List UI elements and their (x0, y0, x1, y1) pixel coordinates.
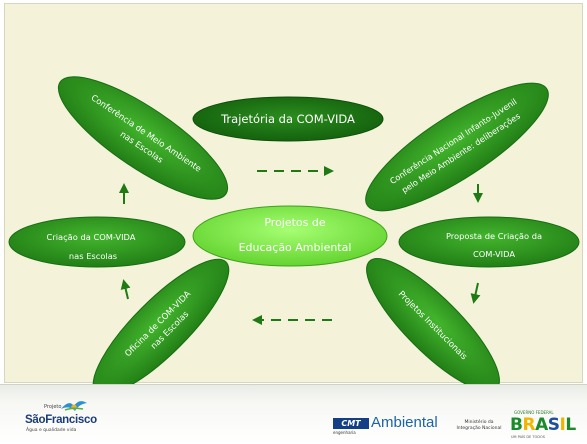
node-criacao-line1: Criação da COM-VIDA (47, 232, 136, 242)
node-criacao-line2: nas Escolas (69, 251, 117, 261)
node-conferencia-escolas: Conferência de Meio Ambiente nas Escolas (57, 76, 229, 200)
node-trajetoria-label: Trajetória da COM-VIDA (220, 112, 355, 126)
sao-francisco-logo: Projeto SãoFrancisco Água e qualidade vi… (25, 397, 115, 437)
arrow-left-lower-up (120, 279, 131, 300)
brasil-top: GOVERNO FEDERAL (514, 410, 554, 415)
node-proposta-line1: Proposta de Criação da (446, 231, 542, 241)
arrow-right-lower-down (470, 282, 481, 304)
cmt-word: Ambiental (371, 414, 438, 431)
bird-icon (61, 401, 87, 411)
node-conferencia-nacional: Conferência Nacional Infanto-Juvenil pel… (365, 82, 549, 212)
node-center: Projetos de Educação Ambiental (192, 205, 388, 267)
sao-francisco-name: SãoFrancisco (25, 414, 97, 426)
sao-francisco-tagline: Água e qualidade vida (26, 428, 77, 433)
ministerio-line2: Integração Nacional (456, 426, 502, 431)
ministerio-logo: Ministério da Integração Nacional (453, 420, 505, 432)
node-center-line2: Educação Ambiental (239, 241, 352, 254)
node-proposta-line2: COM-VIDA (473, 249, 515, 259)
sao-francisco-top: Projeto (44, 404, 62, 410)
node-proposta: Proposta de Criação da COM-VIDA (398, 216, 580, 268)
ministerio-line1: Ministério da (464, 420, 494, 425)
node-projetos-institucionais: Projetos Institucionais (366, 258, 500, 392)
node-center-line1: Projetos de (264, 216, 326, 229)
cmt-sub: engenharia (333, 430, 356, 435)
node-trajetoria: Trajetória da COM-VIDA (192, 96, 384, 142)
brasil-word: BRASIL (510, 415, 576, 435)
cmt-box: CMT (333, 418, 369, 429)
brasil-bottom: UM PAÍS DE TODOS (511, 435, 545, 439)
node-criacao: Criação da COM-VIDA nas Escolas (8, 216, 186, 268)
footer: Projeto SãoFrancisco Água e qualidade vi… (0, 384, 587, 444)
